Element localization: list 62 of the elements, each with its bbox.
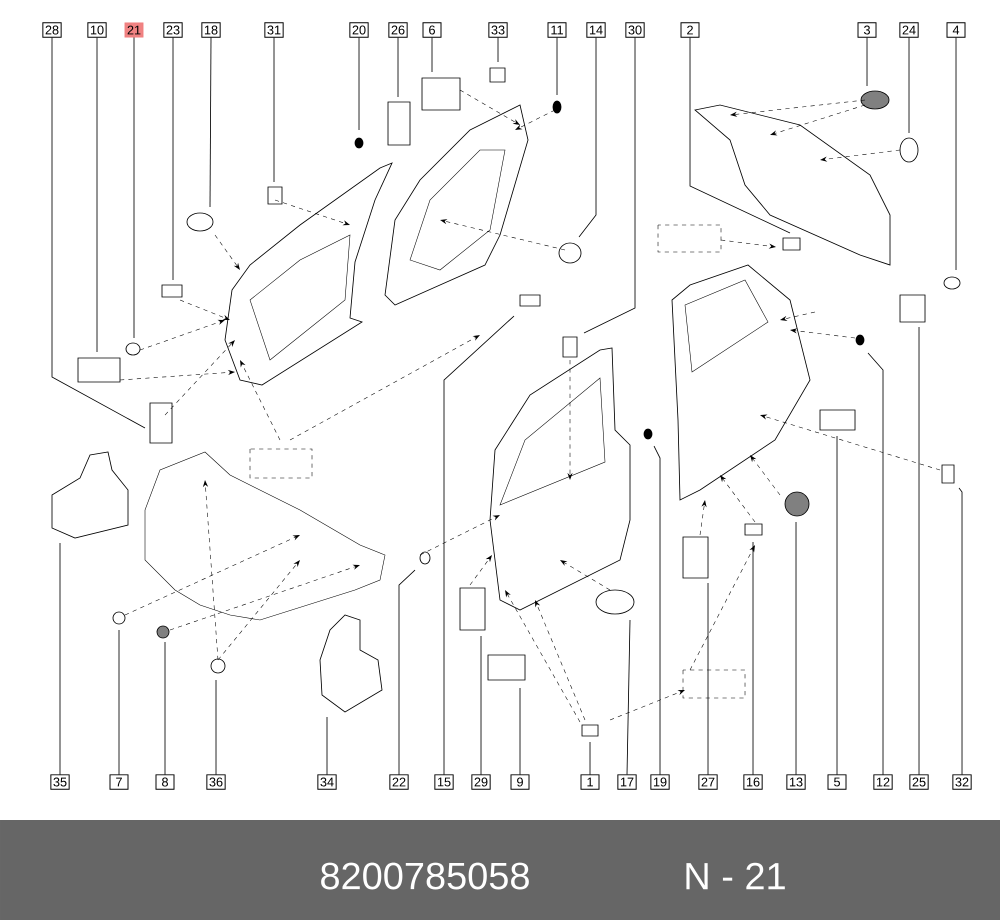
callout-number: 29 (471, 774, 491, 790)
leader-line (172, 37, 174, 280)
footer-text: 8200785058 (321, 862, 529, 890)
leader-line (480, 636, 482, 775)
callout-number: 36 (206, 774, 226, 790)
leader-line (210, 37, 212, 208)
callout-number: 1 (580, 774, 600, 790)
leader-line (556, 37, 558, 96)
leader-line (654, 446, 660, 775)
callout-number: 25 (909, 774, 929, 790)
leader-line (584, 37, 636, 334)
leader-line (444, 316, 514, 775)
callout-number: 18 (201, 22, 221, 38)
callout-number: 6 (422, 22, 442, 38)
leader-line (690, 37, 790, 234)
callout-number: 11 (548, 22, 566, 38)
callout-number: 12 (873, 774, 893, 790)
callout-number: 22 (389, 774, 409, 790)
leader-line (52, 37, 146, 428)
callout-number: 19 (650, 774, 670, 790)
callout-number: 8 (156, 774, 174, 790)
callout-number: 32 (952, 774, 972, 790)
leader-line (578, 37, 596, 238)
callout-number: 24 (899, 22, 919, 38)
callout-number: 3 (858, 22, 876, 38)
leader-line (118, 630, 120, 775)
leader-line (752, 542, 754, 775)
callout-number: 14 (586, 22, 606, 38)
callout-number: 9 (510, 774, 530, 790)
callout-number: 17 (617, 774, 637, 790)
callout-number: 35 (50, 774, 70, 790)
callout-number: 34 (317, 774, 337, 790)
callout-number: 13 (786, 774, 806, 790)
callout-number: 10 (87, 22, 107, 38)
footer-text: N - 21 (686, 862, 785, 890)
callout-number: 33 (488, 22, 508, 38)
callout-number: 2 (680, 22, 700, 38)
leader-line (358, 37, 360, 130)
callout-number: 23 (163, 22, 183, 38)
leader-line (958, 488, 962, 775)
callout-number: 30 (625, 22, 645, 38)
leader-line (866, 37, 868, 86)
leader-line (868, 352, 884, 775)
leader-line (164, 642, 166, 775)
callout-number: 20 (349, 22, 369, 38)
leader-line (326, 716, 328, 775)
leader-line (626, 620, 630, 775)
leader-line (398, 570, 416, 775)
callout-number: 21 (124, 22, 144, 38)
leader-line (918, 326, 920, 775)
callout-number: 15 (434, 774, 454, 790)
callout-number: 26 (388, 22, 408, 38)
callout-number: 16 (743, 774, 763, 790)
leader-line (836, 436, 838, 775)
callout-number: 31 (264, 22, 284, 38)
callout-number: 28 (42, 22, 62, 38)
callout-number: 4 (946, 22, 966, 38)
callout-number: 7 (110, 774, 128, 790)
callout-number: 27 (698, 774, 718, 790)
leader-line (96, 37, 98, 352)
leader-line (908, 37, 910, 134)
callout-number: 5 (828, 774, 846, 790)
